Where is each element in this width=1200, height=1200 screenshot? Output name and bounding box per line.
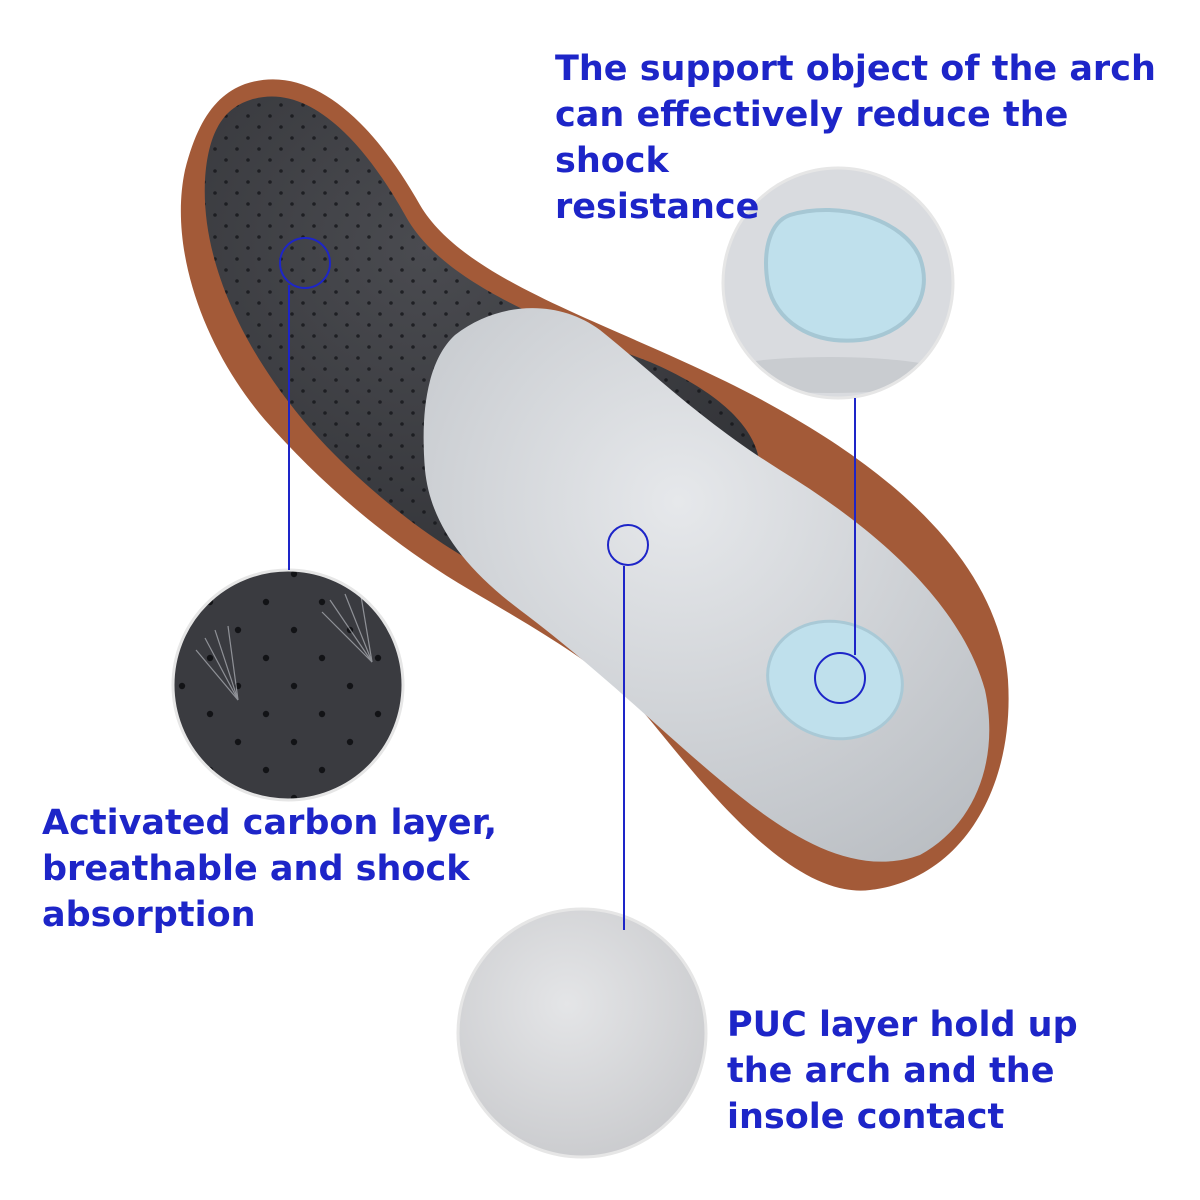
insole (180, 79, 1009, 891)
arch-support-caption: The support object of the arch can effec… (555, 49, 1156, 227)
heel-pad (767, 621, 903, 739)
heel-marker-ring (814, 652, 866, 704)
arch-zoom-circle (721, 166, 955, 400)
carbon-zoom-circle (171, 568, 405, 802)
puc-zoom-circle (456, 907, 708, 1159)
carbon-marker-ring (279, 237, 331, 289)
puc-layer-caption: PUC layer hold up the arch and the insol… (727, 1005, 1078, 1137)
carbon-layer-caption: Activated carbon layer, breathable and s… (42, 803, 498, 935)
puc-marker-ring (607, 524, 649, 566)
callouts (279, 237, 866, 930)
